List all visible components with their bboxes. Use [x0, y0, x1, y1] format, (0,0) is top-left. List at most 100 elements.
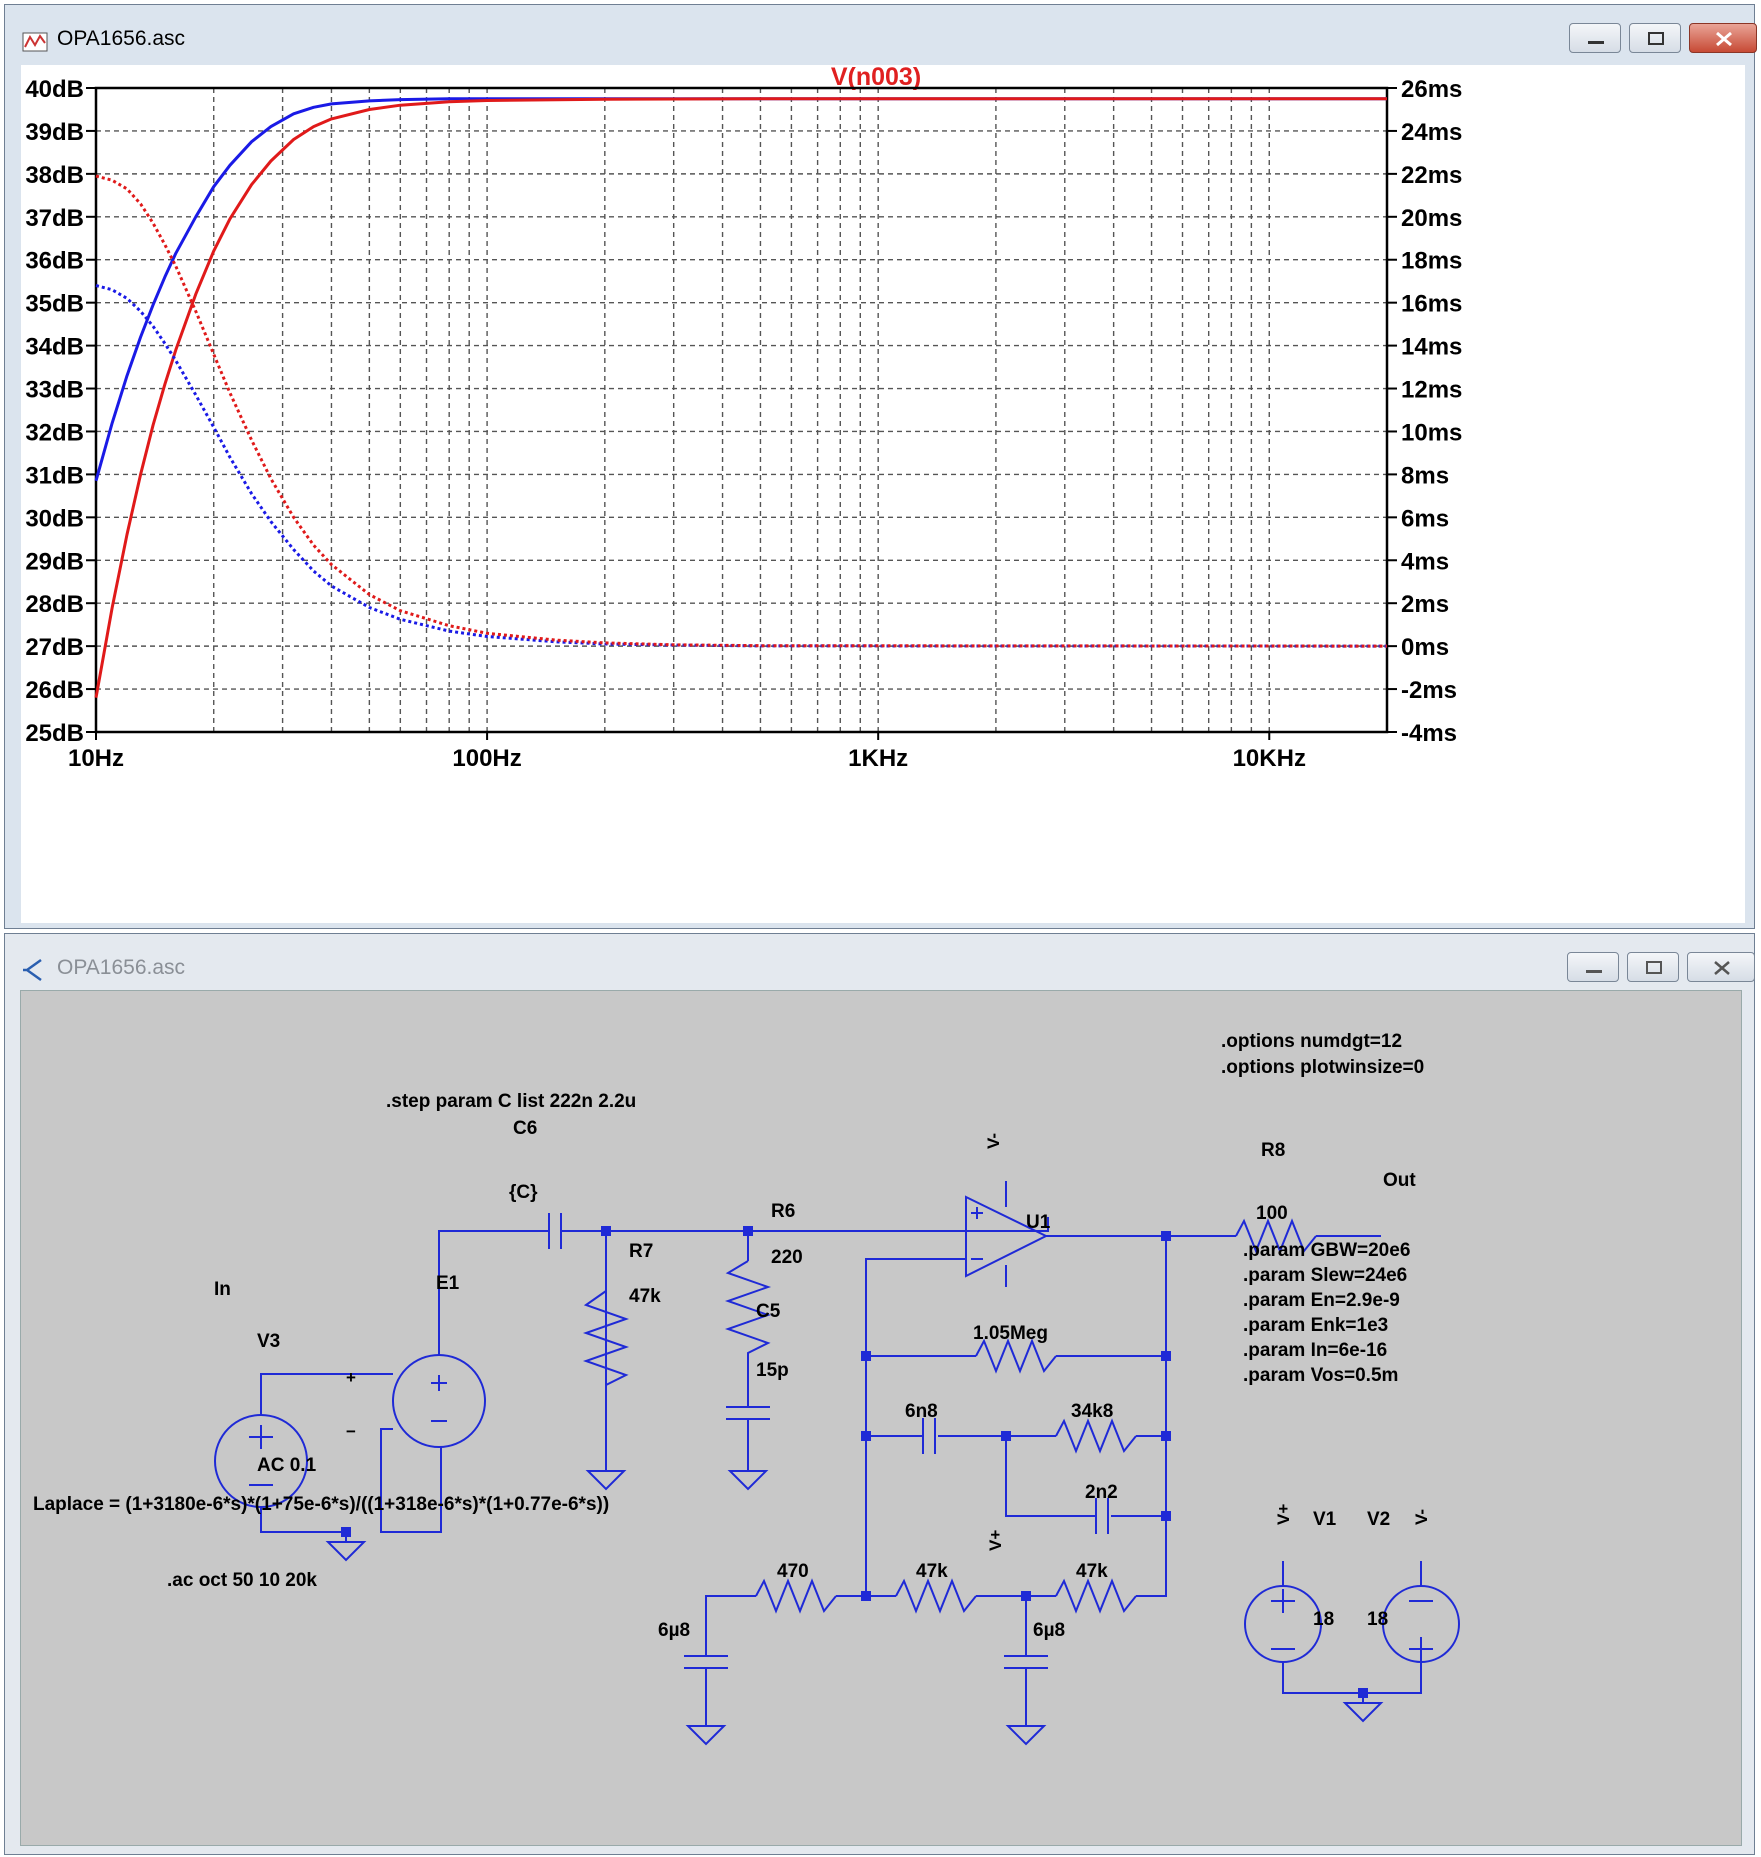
- directive-options1[interactable]: .options numdgt=12: [1221, 1031, 1402, 1052]
- restore-button[interactable]: [1629, 23, 1681, 53]
- minimize-icon: [1586, 970, 1602, 973]
- c-6u8-a-capacitor[interactable]: [684, 1655, 728, 1716]
- param-in[interactable]: .param In=6e-16: [1243, 1340, 1387, 1361]
- y-left-tick-label: 39dB: [25, 119, 84, 146]
- v2-supply[interactable]: [1382, 1561, 1460, 1663]
- v3-source[interactable]: [214, 1373, 381, 1533]
- v3-label: V3: [257, 1331, 280, 1352]
- y-right-tick-label: 26ms: [1401, 76, 1462, 103]
- c5-value: 15p: [756, 1360, 789, 1381]
- y-right-tick-label: 12ms: [1401, 377, 1462, 404]
- y-left-tick-label: 32dB: [25, 419, 84, 446]
- y-right-tick-label: 16ms: [1401, 291, 1462, 318]
- c5-label: C5: [756, 1301, 781, 1322]
- directive-ac[interactable]: .ac oct 50 10 20k: [167, 1570, 317, 1591]
- e1-minus-pin: −: [346, 1422, 356, 1441]
- minimize-button-2[interactable]: [1567, 952, 1619, 982]
- r-47k-a-resistor[interactable]: [895, 1578, 977, 1614]
- r-1-05meg-resistor[interactable]: [975, 1338, 1057, 1374]
- y-left-tick-label: 33dB: [25, 377, 84, 404]
- r7-label: R7: [629, 1241, 653, 1262]
- out-net-label[interactable]: Out: [1383, 1170, 1416, 1191]
- directive-laplace[interactable]: Laplace = (1+3180e-6*s)*(1+75e-6*s)/((1+…: [33, 1494, 609, 1515]
- waveform-app-icon: [22, 32, 48, 52]
- r8-value: 100: [1256, 1203, 1288, 1224]
- schematic-app-icon: [23, 958, 42, 982]
- c-2n2-value: 2n2: [1085, 1482, 1118, 1503]
- y-right-tick-label: 4ms: [1401, 548, 1449, 575]
- y-right-tick-label: 24ms: [1401, 119, 1462, 146]
- c-6n8-capacitor[interactable]: [922, 1418, 936, 1454]
- v1-label: V1: [1313, 1509, 1337, 1530]
- v1-supply[interactable]: [1244, 1561, 1422, 1694]
- y-left-tick-label: 34dB: [25, 334, 84, 361]
- directive-options2[interactable]: .options plotwinsize=0: [1221, 1057, 1424, 1078]
- r6-label: R6: [771, 1201, 795, 1222]
- y-right-tick-label: 22ms: [1401, 162, 1462, 189]
- x-tick-label: 1KHz: [848, 745, 908, 772]
- v1-vplus-label: V+: [1274, 1504, 1293, 1525]
- y-right-tick-label: 20ms: [1401, 205, 1462, 232]
- y-left-tick-label: 28dB: [25, 591, 84, 618]
- e1-source[interactable]: [380, 1230, 531, 1533]
- param-enk[interactable]: .param Enk=1e3: [1243, 1315, 1388, 1336]
- r6-resistor[interactable]: [724, 1260, 772, 1407]
- plot-grid: [95, 87, 1388, 733]
- param-slew[interactable]: .param Slew=24e6: [1243, 1265, 1407, 1286]
- param-gbw[interactable]: .param GBW=20e6: [1243, 1240, 1410, 1261]
- x-tick-label: 10Hz: [68, 745, 124, 772]
- y-left-tick-label: 36dB: [25, 248, 84, 275]
- directive-step[interactable]: .step param C list 222n 2.2u: [386, 1091, 636, 1112]
- restore-button-2[interactable]: [1627, 952, 1679, 982]
- schematic-canvas[interactable]: .options numdgt=12 .options plotwinsize=…: [20, 990, 1742, 1846]
- y-right-tick-label: 18ms: [1401, 248, 1462, 275]
- r-34k8-resistor[interactable]: [1055, 1418, 1137, 1454]
- y-right-tick-label: 14ms: [1401, 334, 1462, 361]
- restore-icon: [1646, 961, 1662, 974]
- r-1-05meg-value: 1.05Meg: [973, 1323, 1048, 1344]
- r-470-resistor[interactable]: [755, 1578, 837, 1614]
- r8-label: R8: [1261, 1140, 1285, 1161]
- close-icon: [1714, 961, 1730, 975]
- r-47k-b-resistor[interactable]: [1055, 1578, 1137, 1614]
- schematic-window[interactable]: OPA1656.asc: [4, 933, 1755, 1855]
- c5-capacitor[interactable]: [726, 1406, 770, 1461]
- u1-vminus-label: V-: [984, 1133, 1003, 1149]
- in-net-label[interactable]: In: [214, 1279, 231, 1300]
- e1-label: E1: [436, 1273, 460, 1294]
- restore-icon: [1648, 32, 1664, 45]
- y-left-tick-label: 40dB: [25, 76, 84, 103]
- minimize-button[interactable]: [1569, 23, 1621, 53]
- plot-titlebar[interactable]: OPA1656.asc: [5, 5, 1757, 73]
- y-left-tick-label: 35dB: [25, 291, 84, 318]
- y-left-tick-label: 27dB: [25, 634, 84, 661]
- close-button-2[interactable]: [1687, 952, 1755, 982]
- trace-title[interactable]: V(n003): [831, 63, 921, 91]
- y-right-tick-label: 8ms: [1401, 462, 1449, 489]
- schematic-titlebar[interactable]: OPA1656.asc: [5, 934, 1755, 1002]
- e1-plus-pin: +: [346, 1368, 356, 1387]
- ac-value: AC 0.1: [257, 1455, 317, 1476]
- close-button[interactable]: [1689, 23, 1757, 53]
- c-2n2-capacitor[interactable]: [1095, 1498, 1109, 1534]
- c-6u8-b-capacitor[interactable]: [1004, 1655, 1048, 1716]
- u1-label: U1: [1026, 1212, 1051, 1233]
- series-line-3: [95, 284, 1388, 648]
- y-left-tick-label: 37dB: [25, 205, 84, 232]
- c6-capacitor[interactable]: [531, 1213, 606, 1249]
- param-vos[interactable]: .param Vos=0.5m: [1243, 1365, 1398, 1386]
- y-left-tick-label: 26dB: [25, 677, 84, 704]
- plot-frame: [94, 86, 1389, 734]
- bode-plot: V(n003) 40dB39dB38dB37dB36dB35dB34dB33dB…: [25, 63, 1462, 772]
- y-right-tick-label: 6ms: [1401, 505, 1449, 532]
- r8-resistor[interactable]: [1235, 1218, 1317, 1254]
- u1-opamp[interactable]: [965, 1181, 1166, 1287]
- plot-axes: 40dB39dB38dB37dB36dB35dB34dB33dB32dB31dB…: [25, 76, 1462, 772]
- param-en[interactable]: .param En=2.9e-9: [1243, 1290, 1400, 1311]
- x-tick-label: 100Hz: [452, 745, 521, 772]
- v2-vminus-label: V-: [1412, 1509, 1431, 1525]
- r-34k8-value: 34k8: [1071, 1401, 1113, 1422]
- r7-resistor[interactable]: [582, 1290, 630, 1386]
